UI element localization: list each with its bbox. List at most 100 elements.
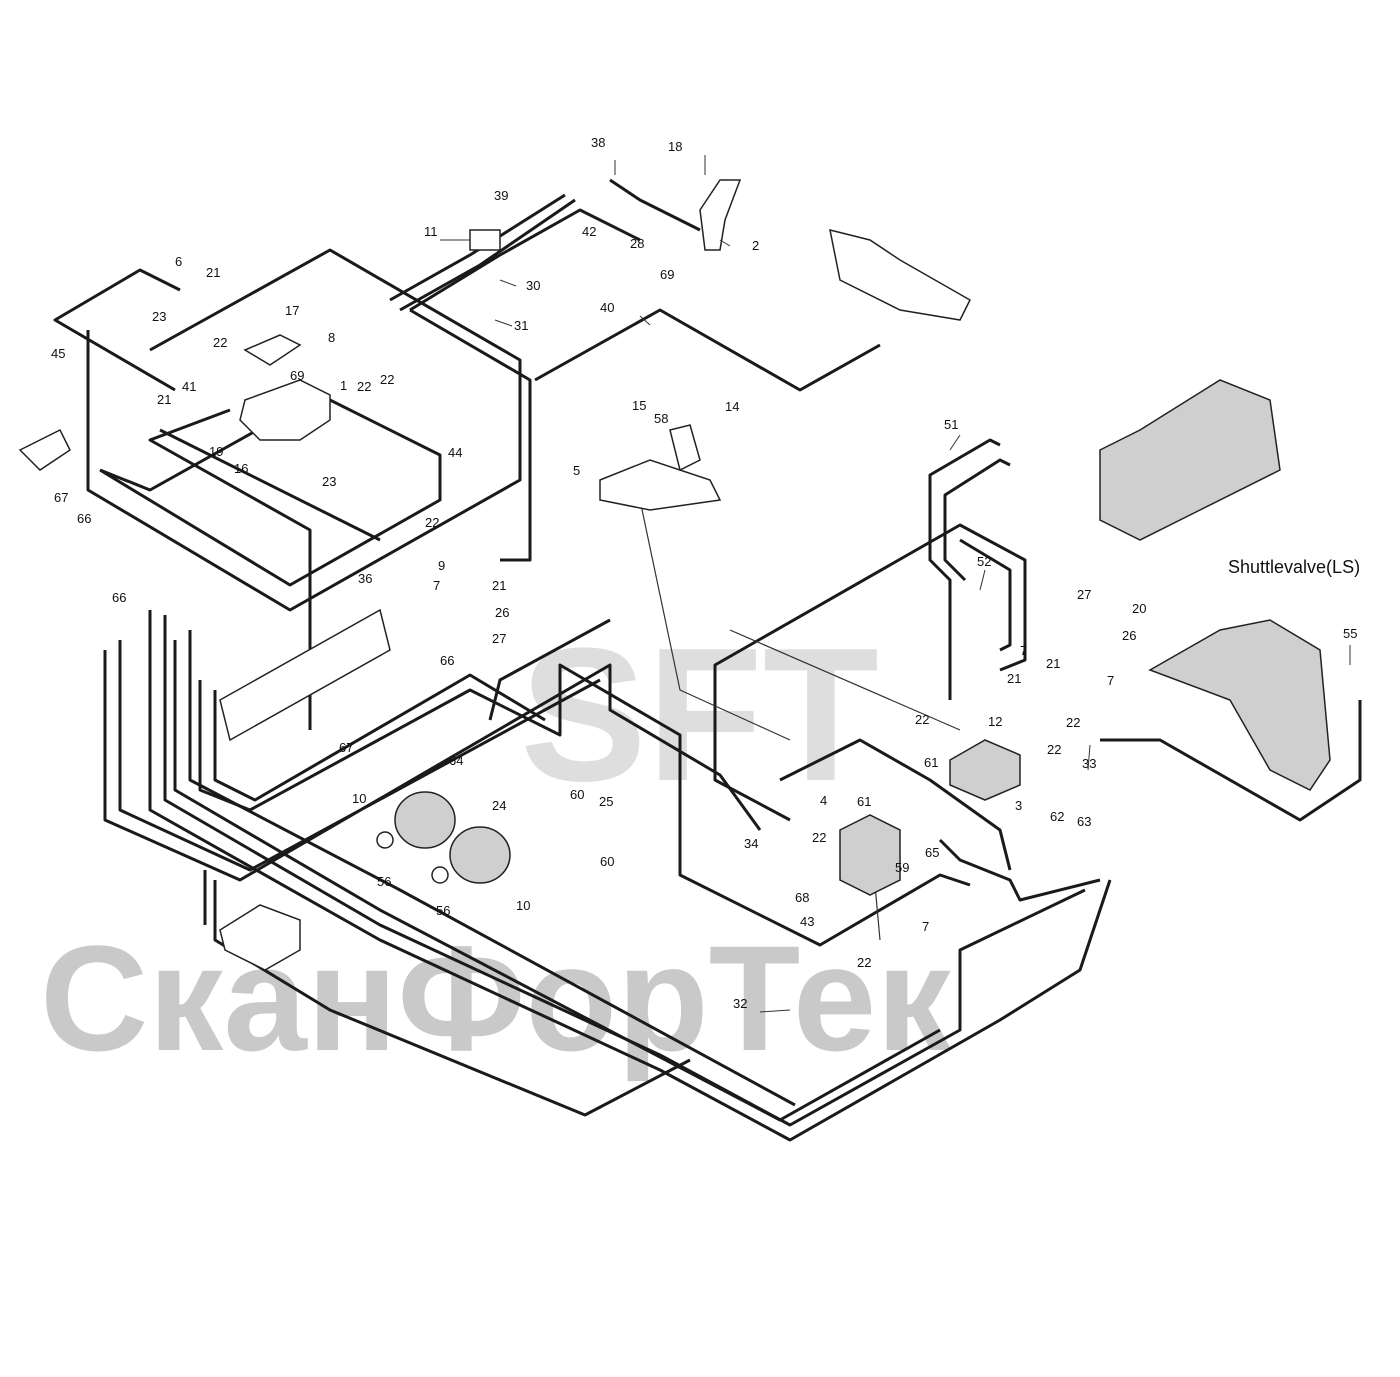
callout-41: 41 [182,379,196,394]
leader-lines [440,155,1351,1013]
callout-58: 58 [654,411,668,426]
callout-28: 28 [630,236,644,251]
callout-11: 11 [424,224,438,239]
callout-5: 5 [573,463,580,478]
callout-69b: 69 [290,368,304,383]
callout-3: 3 [1015,798,1022,813]
shuttle-valve-label: Shuttlevalve(LS) [1228,557,1360,577]
callout-67a: 67 [54,490,68,505]
callout-7c: 7 [922,919,929,934]
callout-21d: 21 [1046,656,1060,671]
hose-33 [1100,700,1362,822]
callout-7b: 7 [1107,673,1114,688]
callout-51: 51 [944,417,958,432]
callout-39: 39 [494,188,508,203]
callout-34: 34 [744,836,758,851]
callout-10b: 10 [516,898,530,913]
callout-30: 30 [526,278,540,293]
callout-4: 4 [820,793,827,808]
callout-26b: 26 [1122,628,1136,643]
callout-44: 44 [448,445,462,460]
hydraulic-lines [53,178,1362,1142]
clamp-bar [219,608,391,742]
accumulator-10b [449,826,511,884]
hose-40 [534,308,881,392]
hose-41 [148,408,381,730]
callout-56a: 56 [377,874,391,889]
callout-63: 63 [1077,814,1091,829]
main-control-valve [1099,379,1281,541]
callout-67b: 67 [339,740,353,755]
components [18,179,1331,971]
callout-9: 9 [438,558,445,573]
callout-62: 62 [1050,809,1064,824]
callout-22i: 22 [357,379,371,394]
valve-4 [839,814,901,896]
callout-20: 20 [1132,601,1146,616]
hose-return [173,630,941,1122]
callout-10a: 10 [352,791,366,806]
callout-60b: 60 [600,854,614,869]
callout-21b: 21 [157,392,171,407]
callout-68: 68 [795,890,809,905]
callout-25: 25 [599,794,613,809]
hose-36 [409,308,532,562]
callout-22e: 22 [1066,715,1080,730]
callout-23b: 23 [322,474,336,489]
callout-22c: 22 [425,515,439,530]
callout-12: 12 [988,714,1002,729]
callout-61b: 61 [857,794,871,809]
callout-22f: 22 [1047,742,1061,757]
callout-22a: 22 [213,335,227,350]
callout-42: 42 [582,224,596,239]
hose-39 [389,193,576,312]
plate-8 [243,334,302,366]
callout-66c: 66 [440,653,454,668]
callout-55: 55 [1343,626,1357,641]
pedal-2 [699,179,742,251]
callout-61a: 61 [924,755,938,770]
callout-7d: 7 [1020,643,1027,658]
callout-31: 31 [514,318,528,333]
callout-60a: 60 [570,787,584,802]
callout-1: 1 [340,378,347,393]
callout-18: 18 [668,139,682,154]
callout-45: 45 [51,346,65,361]
hose-52 [713,523,1027,822]
callout-21c: 21 [492,578,506,593]
callout-52: 52 [977,554,991,569]
watermark-company: СканФорТек [40,914,952,1082]
callout-2: 2 [752,238,759,253]
nut-56b [431,866,449,884]
callout-66b: 66 [112,590,126,605]
hose-44 [99,393,442,587]
hose-45 [53,248,522,612]
callout-36: 36 [358,571,372,586]
hose-34 [103,640,762,882]
callout-7a: 7 [433,578,440,593]
block-11 [469,229,501,251]
callout-64: 64 [449,753,463,768]
callout-38: 38 [591,135,605,150]
callout-32: 32 [733,996,747,1011]
clip-67 [18,428,71,471]
hose-pilot [203,618,691,1117]
hose-42 [409,178,701,312]
shuttle-valve [1148,619,1331,791]
callout-27b: 27 [1077,587,1091,602]
nut-56a [376,831,394,849]
hose-51 [928,438,1011,700]
hose-cab [779,738,1012,871]
callout-65: 65 [925,845,939,860]
callout-66a: 66 [77,511,91,526]
callout-23a: 23 [152,309,166,324]
callout-21e: 21 [1007,671,1021,686]
callout-24: 24 [492,798,506,813]
callout-6: 6 [175,254,182,269]
callout-27a: 27 [492,631,506,646]
callout-26a: 26 [495,605,509,620]
callout-labels: 1 2 3 4 5 6 7 7 7 7 8 9 10 10 11 12 14 1… [51,135,1360,1011]
callout-22h: 22 [857,955,871,970]
